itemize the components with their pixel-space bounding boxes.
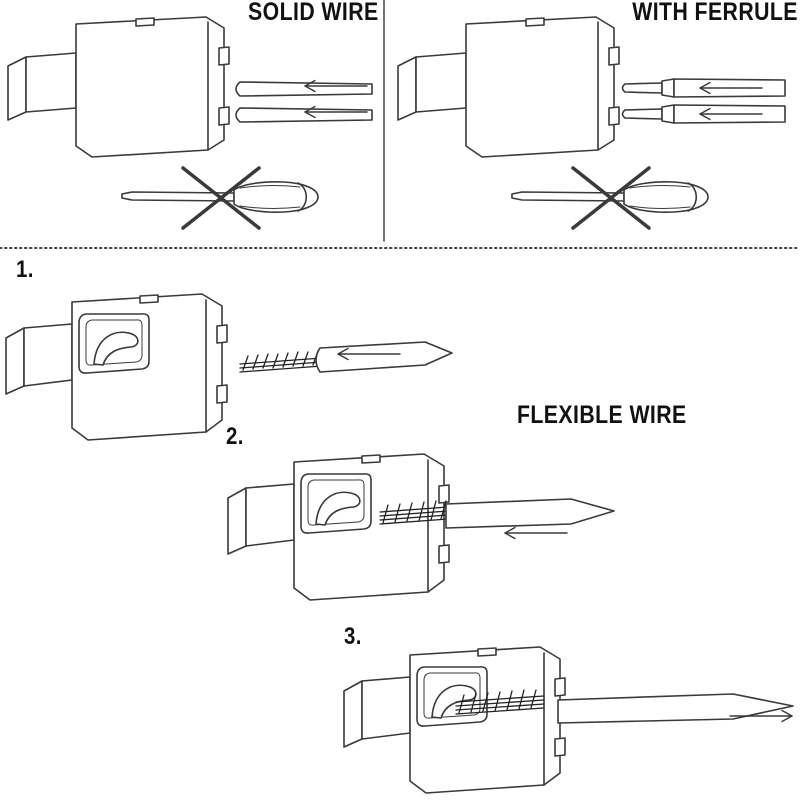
with-ferrule-label: WITH FERRULE bbox=[632, 0, 798, 26]
step-3-label: 3. bbox=[344, 623, 362, 650]
flexible-wire-label: FLEXIBLE WIRE bbox=[517, 401, 687, 429]
solid-wire-illustration bbox=[235, 107, 373, 123]
stripped-wire-illustration bbox=[239, 341, 453, 373]
step-3-illustration bbox=[343, 646, 794, 794]
step-2-label: 2. bbox=[226, 423, 244, 450]
step-1-label: 1. bbox=[16, 256, 34, 283]
solid-wire-label: SOLID WIRE bbox=[248, 0, 379, 26]
insert-arrow-left-icon bbox=[504, 526, 568, 540]
wire-strands bbox=[455, 689, 545, 715]
connector-open-illustration bbox=[5, 293, 228, 441]
solid-wire-illustration bbox=[235, 81, 373, 97]
step-1-illustration bbox=[5, 293, 453, 441]
wire-insulation bbox=[557, 693, 794, 724]
connector-open-illustration bbox=[227, 453, 450, 601]
wire-strands bbox=[379, 500, 449, 525]
with-ferrule-panel-illustration bbox=[397, 16, 786, 230]
connector-open-illustration bbox=[343, 646, 566, 794]
connector-closed-illustration bbox=[397, 16, 620, 158]
step-2-illustration bbox=[227, 453, 615, 601]
wire-strands bbox=[239, 350, 323, 373]
connector-closed-illustration bbox=[7, 16, 230, 158]
wire-insulation bbox=[445, 498, 615, 529]
solid-wire-panel-illustration bbox=[7, 16, 373, 230]
wire-insulation bbox=[315, 341, 453, 373]
